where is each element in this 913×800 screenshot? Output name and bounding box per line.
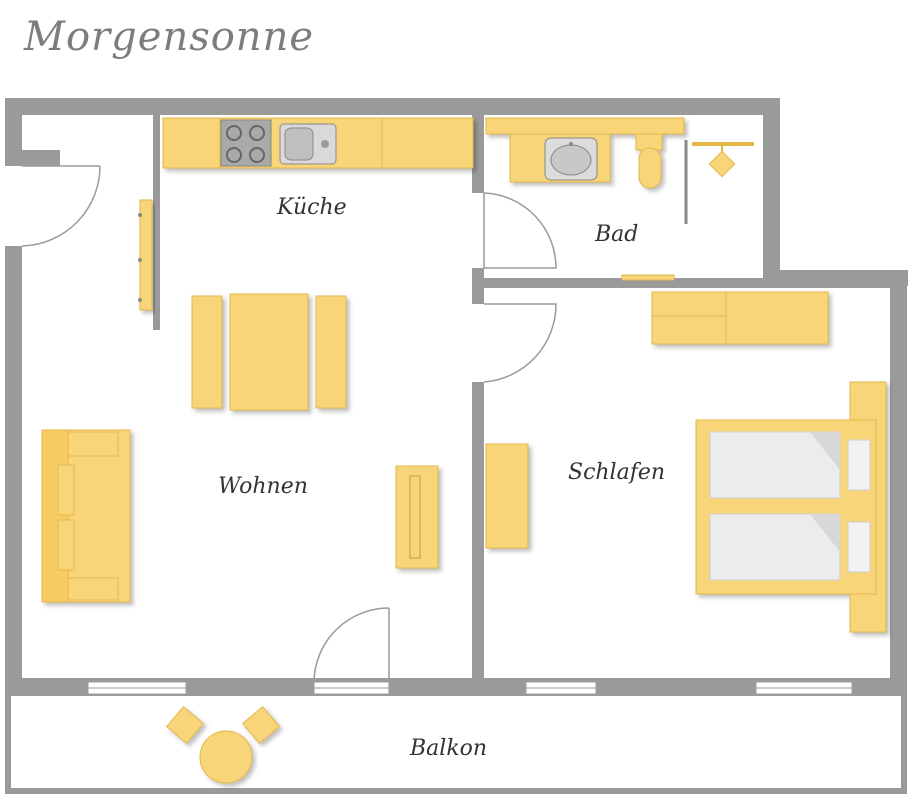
wall-bath-bottom-b <box>556 278 896 288</box>
room-label-living: Wohnen <box>218 474 308 499</box>
balcony-wall-bottom <box>5 788 907 794</box>
room-label-bedroom: Schlafen <box>568 460 666 485</box>
sofa <box>41 429 131 603</box>
kitchen-sink-icon <box>279 123 337 165</box>
wall-left-lower <box>5 246 22 686</box>
room-label-kitchen: Küche <box>277 195 347 220</box>
wall-center-mid <box>472 268 484 304</box>
wall-kitchen-left <box>153 115 160 330</box>
wardrobe <box>651 291 829 345</box>
toilet-icon <box>635 133 663 189</box>
dining-table <box>191 293 347 411</box>
wall-entry-jog <box>5 150 60 166</box>
washbasin-icon <box>544 137 598 181</box>
wall-left <box>5 98 22 166</box>
balcony-wall-right <box>901 696 907 794</box>
door-entrance <box>21 165 101 247</box>
wall-shelf <box>138 199 153 311</box>
stove-icon <box>220 119 272 167</box>
room-label-balcony: Balkon <box>410 736 488 761</box>
tv-cabinet <box>395 465 439 569</box>
plan-title: Morgensonne <box>24 14 315 60</box>
walls <box>5 98 908 794</box>
doors <box>21 165 557 683</box>
wall-center-lower <box>472 382 484 686</box>
dresser <box>485 443 529 549</box>
wall-bath-right <box>763 98 780 286</box>
wall-center-upper <box>472 115 484 193</box>
room-label-bath: Bad <box>595 222 639 247</box>
wall-right <box>890 270 907 686</box>
door-bedroom <box>483 303 557 383</box>
double-bed <box>695 381 887 633</box>
door-bath <box>483 192 557 269</box>
windows <box>87 681 853 695</box>
wall-top <box>5 98 780 115</box>
shower <box>684 140 754 224</box>
balcony-wall-left <box>5 696 11 794</box>
bath-radiator <box>621 274 675 281</box>
wall-bottom <box>5 678 907 696</box>
wall-bath-bottom-a <box>484 278 556 288</box>
balcony-set <box>165 705 281 784</box>
door-balcony <box>313 607 390 683</box>
